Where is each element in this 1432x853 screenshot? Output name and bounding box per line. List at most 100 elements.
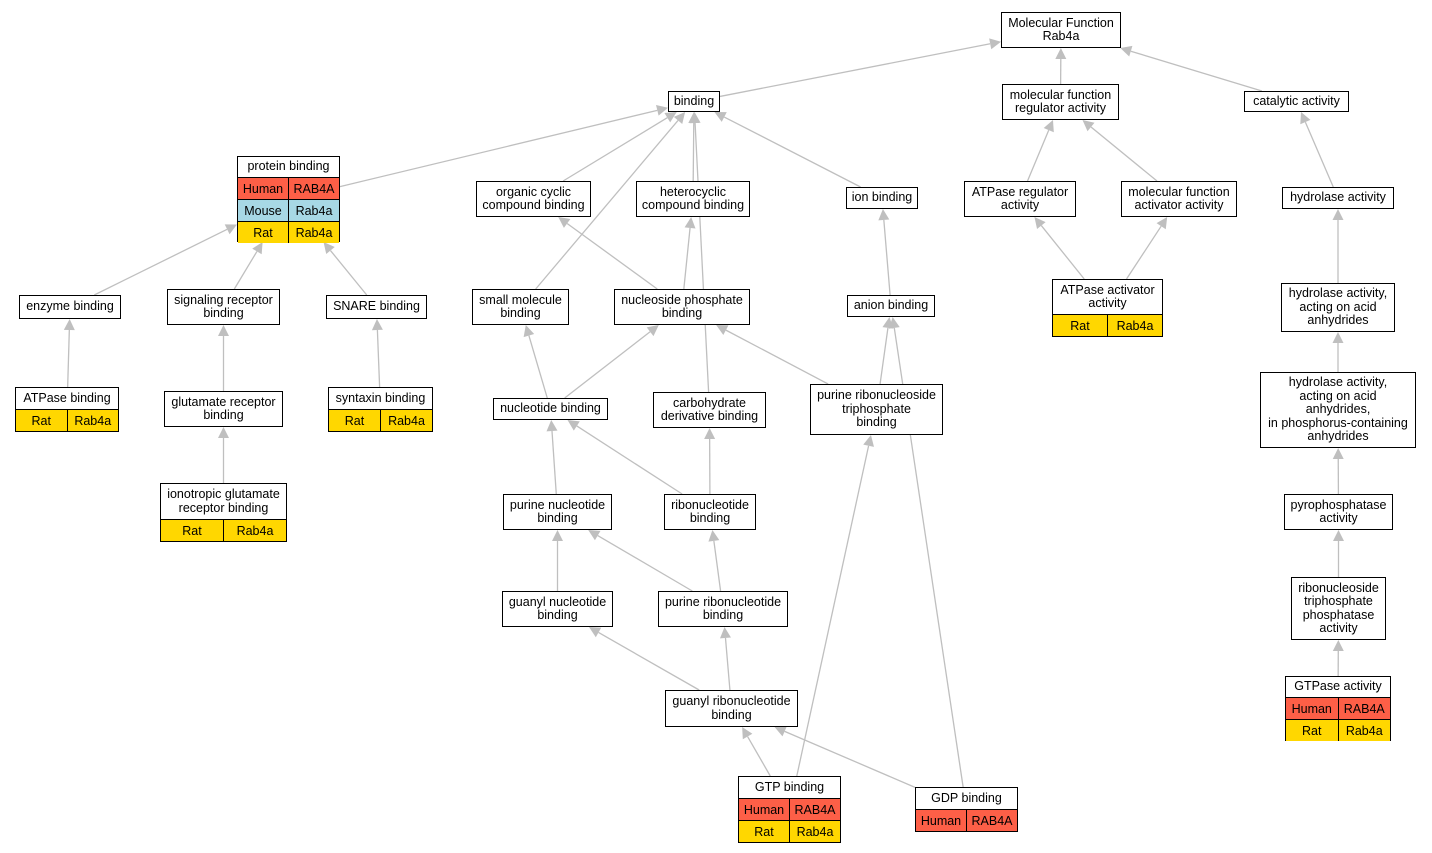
arrowhead-purine_ribo [719, 627, 731, 639]
edge-carb_deriv-to-binding [694, 122, 710, 393]
arrowhead-nucleotide [567, 420, 580, 431]
edge-snare-to-protein_binding [329, 250, 368, 296]
node-label: molecular function regulator activity [1009, 87, 1112, 115]
arrowhead-mf_reg [1082, 120, 1095, 132]
organism-cell: Rat [1070, 318, 1090, 333]
node-purine-ribonucleotide-binding[interactable]: purine ribonucleotide binding [658, 591, 788, 627]
node-molecular-function-regulator-activity[interactable]: molecular function regulator activity [1002, 84, 1119, 120]
arrowhead-ribonucleotide [708, 530, 720, 542]
arrowhead-enzyme_binding [63, 319, 75, 331]
organism-cell: Mouse [244, 203, 282, 218]
arrowhead-hydro_anhyd [1332, 332, 1344, 343]
node-heterocyclic-compound-binding[interactable]: heterocyclic compound binding [636, 181, 750, 217]
node-label: purine ribonucleoside triphosphate bindi… [817, 388, 936, 430]
node-hydrolase-activity-acting-on-acid-anhydrides[interactable]: hydrolase activity, acting on acid anhyd… [1281, 283, 1395, 332]
arrowhead-guanyl_ribo [742, 727, 753, 740]
node-label: pyrophosphatase activity [1290, 497, 1387, 525]
node-label: ribonucleotide binding [671, 497, 749, 525]
node-label: anion binding [853, 298, 929, 313]
arrowhead-signaling [218, 325, 229, 336]
node-anion-binding[interactable]: anion binding [847, 295, 935, 317]
node-enzyme-binding[interactable]: enzyme binding [19, 295, 121, 319]
node-ribonucleoside-triphosphate-phosphatase-activity[interactable]: ribonucleoside triphosphate phosphatase … [1291, 577, 1386, 640]
node-signaling-receptor-binding[interactable]: signaling receptor binding [167, 289, 280, 325]
node-small-molecule-binding[interactable]: small molecule binding [472, 289, 569, 325]
arrowhead-heterocyclic [684, 217, 696, 229]
edge-ion_binding-to-binding [723, 116, 861, 188]
node-guanyl-ribonucleotide-binding[interactable]: guanyl ribonucleotide binding [665, 690, 798, 727]
node-atpase-regulator-activity[interactable]: ATPase regulator activity [964, 181, 1076, 217]
edge-nucleotide-to-small_mol [528, 335, 548, 399]
arrowhead-mf_root [989, 38, 1001, 50]
arrowhead-hydro_phos [1332, 448, 1344, 460]
gene-cell: RAB4A [966, 810, 1017, 831]
node-label: Molecular Function Rab4a [1008, 15, 1114, 43]
edge-nucleoside_phos-to-org_cyclic [566, 222, 658, 290]
node-guanyl-nucleotide-binding[interactable]: guanyl nucleotide binding [502, 591, 613, 627]
edge-signaling-to-protein_binding [233, 251, 258, 290]
arrowhead-mf_reg [1043, 120, 1054, 133]
arrowhead-mf_root [1120, 45, 1133, 57]
edge-enzyme_binding-to-protein_binding [93, 228, 228, 296]
edge-purine_rnt-to-anion [879, 327, 889, 385]
edge-purine_ribo-to-purine_nt [597, 535, 693, 592]
arrowhead-snare [371, 319, 383, 331]
edge-org_cyclic-to-binding [562, 117, 668, 182]
node-pyrophosphatase-activity[interactable]: pyrophosphatase activity [1284, 494, 1393, 530]
edge-binding-to-mf_root [719, 43, 991, 98]
node-ribonucleotide-binding[interactable]: ribonucleotide binding [664, 494, 756, 530]
node-label: guanyl ribonucleotide binding [672, 694, 791, 722]
arrowhead-purine_rnt [863, 435, 874, 447]
arrowhead-hydrolase [1332, 209, 1344, 220]
gene-cell: Rab4a [789, 821, 840, 842]
edge-atpase_act-to-mf_activator [1125, 225, 1162, 280]
node-ion-binding[interactable]: ion binding [846, 187, 918, 209]
gene-cell: RAB4A [789, 799, 840, 820]
edge-gdp-to-guanyl_ribo [784, 730, 916, 788]
node-nucleotide-binding[interactable]: nucleotide binding [493, 398, 608, 420]
node-purine-nucleotide-binding[interactable]: purine nucleotide binding [503, 494, 612, 530]
edge-ribonucleotide-to-nucleotide [576, 425, 683, 495]
node-binding[interactable]: binding [668, 91, 720, 112]
edge-gtp-to-guanyl_ribo [747, 736, 771, 777]
arrowhead-binding [689, 112, 701, 124]
organism-cell: Rat [1302, 723, 1322, 738]
node-molecular-function-activator-activity[interactable]: molecular function activator activity [1121, 181, 1237, 217]
node-purine-ribonucleoside-triphosphate-binding[interactable]: purine ribonucleoside triphosphate bindi… [810, 384, 943, 435]
node-label: nucleotide binding [500, 401, 601, 416]
edge-guanyl_ribo-to-purine_ribo [724, 637, 731, 691]
node-organic-cyclic-compound-binding[interactable]: organic cyclic compound binding [476, 181, 591, 217]
node-molecular-function-root[interactable]: Molecular Function Rab4a [1001, 12, 1121, 48]
node-hydrolase-activity[interactable]: hydrolase activity [1282, 187, 1394, 209]
edge-anion-to-ion_binding [883, 219, 891, 296]
organism-cell: Human [743, 802, 785, 817]
node-glutamate-receptor-binding[interactable]: glutamate receptor binding [164, 391, 283, 427]
gene-cell: Rab4a [223, 520, 286, 541]
edge-atpase_act-to-atpase_reg [1040, 225, 1085, 280]
edge-guanyl_ribo-to-guanyl_nt [598, 631, 700, 691]
node-catalytic-activity[interactable]: catalytic activity [1244, 91, 1349, 112]
node-snare-binding[interactable]: SNARE binding [326, 295, 427, 319]
arrowhead-nucleoside_phos [646, 325, 659, 337]
gene-cell: Rab4a [380, 410, 432, 431]
node-carbohydrate-derivative-binding[interactable]: carbohydrate derivative binding [653, 392, 766, 428]
arrowhead-mf_root [1055, 48, 1067, 60]
gene-cell: Rab4a [1107, 315, 1162, 336]
node-label: molecular function activator activity [1128, 184, 1230, 212]
node-label: small molecule binding [479, 292, 562, 320]
arrowhead-ribo_tri [1332, 640, 1344, 652]
gene-cell: Rab4a [288, 222, 339, 243]
node-nucleoside-phosphate-binding[interactable]: nucleoside phosphate binding [614, 289, 750, 325]
node-hydrolase-activity-phosphorus-containing-anhydrides[interactable]: hydrolase activity, acting on acid anhyd… [1260, 372, 1416, 448]
node-label: binding [673, 93, 715, 108]
arrowhead-org_cyclic [558, 217, 571, 228]
